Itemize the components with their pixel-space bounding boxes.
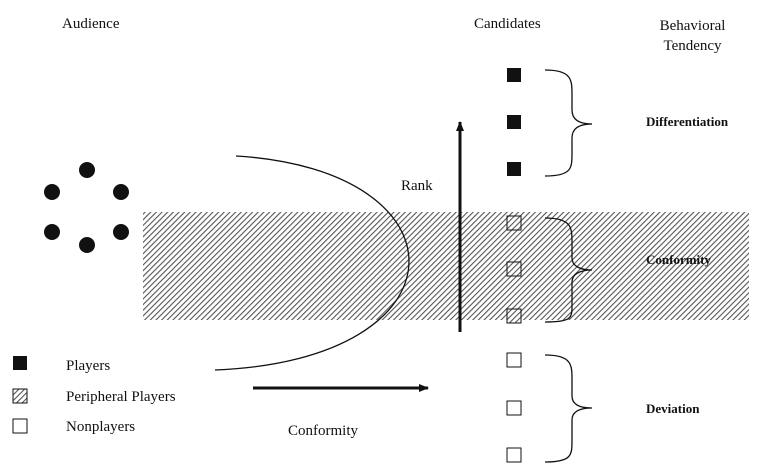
brace-conformity: [544, 217, 593, 323]
legend-nonplayers-label: Nonplayers: [66, 419, 136, 435]
peripheral-player-square: [506, 261, 522, 277]
audience-group: [44, 162, 129, 253]
nonplayer-square: [506, 352, 522, 368]
legend-peripheral-label: Peripheral Players: [66, 389, 176, 405]
audience-member: [79, 237, 95, 253]
nonplayer-square: [506, 447, 522, 463]
audience-member: [113, 224, 129, 240]
player-square: [507, 115, 521, 129]
audience-member: [79, 162, 95, 178]
rank-label: Rank: [401, 178, 433, 194]
audience-header: Audience: [62, 16, 120, 32]
peripheral-player-square: [506, 308, 522, 324]
audience-arc: [214, 155, 410, 371]
behavioral-tendency-header: Behavioral Tendency: [659, 18, 726, 54]
conformity-band: [143, 212, 749, 320]
legend-players-icon: [13, 356, 27, 370]
audience-member: [44, 184, 60, 200]
brace-differentiation: [544, 69, 593, 177]
audience-member: [44, 224, 60, 240]
conformity-arrow-label: Conformity: [288, 423, 358, 439]
audience-member: [113, 184, 129, 200]
nonplayer-square: [506, 400, 522, 416]
candidates-header: Candidates: [474, 16, 541, 32]
legend-nonplayers-icon: [12, 418, 28, 434]
player-square: [507, 68, 521, 82]
legend-peripheral-icon: [12, 388, 28, 404]
player-square: [507, 162, 521, 176]
peripheral-player-square: [506, 215, 522, 231]
differentiation-label: Differentiation: [646, 114, 729, 129]
deviation-label: Deviation: [646, 401, 700, 416]
legend-players-label: Players: [66, 358, 111, 374]
conformity-label: Conformity: [646, 252, 711, 267]
brace-deviation: [544, 354, 593, 463]
